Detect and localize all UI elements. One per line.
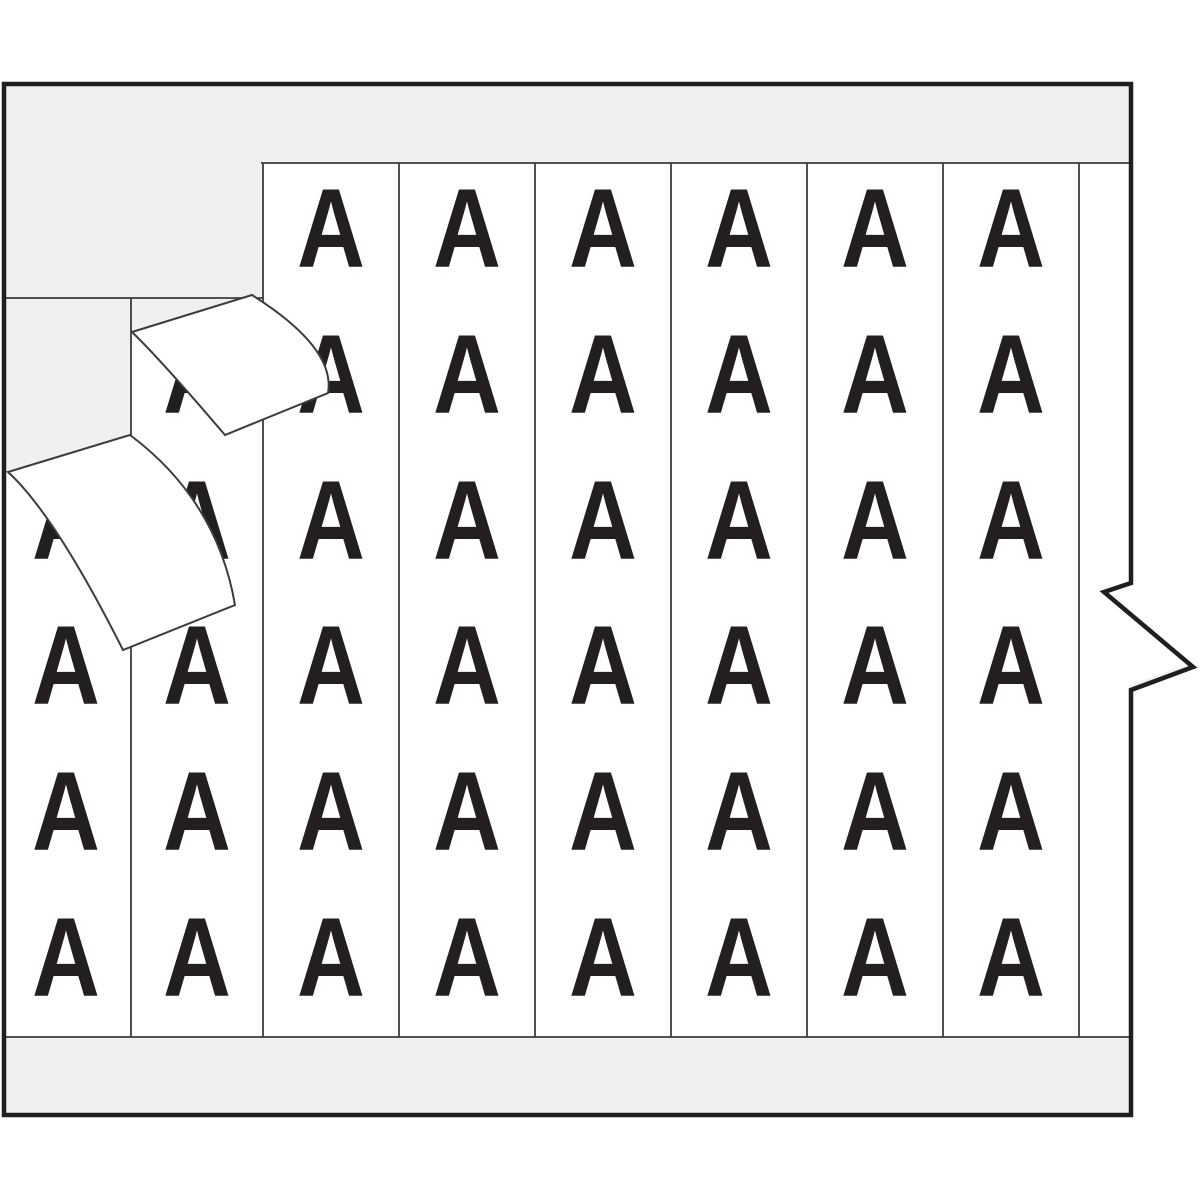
marker-letter: A [569, 311, 637, 437]
marker-letter: A [569, 602, 637, 728]
marker-letter: A [841, 165, 909, 291]
marker-letter: A [841, 748, 909, 874]
marker-letter: A [705, 165, 773, 291]
marker-letter: A [705, 311, 773, 437]
marker-letter: A [705, 894, 773, 1020]
marker-letters: AAAAAAAAAAAAAAAAAAAAAAAAAAAAAAAAAAAAAAAA… [32, 165, 1045, 1020]
marker-letter: A [569, 165, 637, 291]
marker-letter: A [433, 457, 501, 583]
marker-letter: A [977, 311, 1045, 437]
marker-letter: A [297, 165, 365, 291]
marker-letter: A [163, 748, 231, 874]
marker-letter: A [433, 894, 501, 1020]
removed-labels-area-col2 [131, 163, 263, 333]
marker-letter: A [705, 602, 773, 728]
marker-letter: A [32, 602, 100, 728]
marker-letter: A [297, 894, 365, 1020]
marker-letter: A [569, 748, 637, 874]
marker-letter: A [977, 894, 1045, 1020]
marker-letter: A [433, 165, 501, 291]
marker-letter: A [841, 602, 909, 728]
peeling-label-bottom [6, 433, 237, 652]
peeling-label-top [130, 293, 330, 437]
marker-letter: A [297, 748, 365, 874]
marker-letter: A [433, 311, 501, 437]
marker-letter: A [841, 894, 909, 1020]
marker-letter: A [977, 602, 1045, 728]
marker-letter: A [841, 457, 909, 583]
marker-letter: A [32, 894, 100, 1020]
removed-labels-area-col1 [6, 163, 131, 471]
marker-letter: A [705, 748, 773, 874]
strip-separator-lines [6, 162, 1129, 1038]
marker-letter: A [841, 311, 909, 437]
marker-letter: A [163, 894, 231, 1020]
card-outline [1, 81, 1198, 1118]
marker-letter: A [433, 748, 501, 874]
marker-letter: A [297, 602, 365, 728]
marker-letter: A [977, 457, 1045, 583]
marker-letter: A [32, 748, 100, 874]
marker-letter: A [297, 457, 365, 583]
marker-letter: A [569, 457, 637, 583]
marker-letter: A [433, 602, 501, 728]
marker-letter: A [977, 165, 1045, 291]
marker-letter: A [705, 457, 773, 583]
marker-letter: A [569, 894, 637, 1020]
marker-letter: A [977, 748, 1045, 874]
